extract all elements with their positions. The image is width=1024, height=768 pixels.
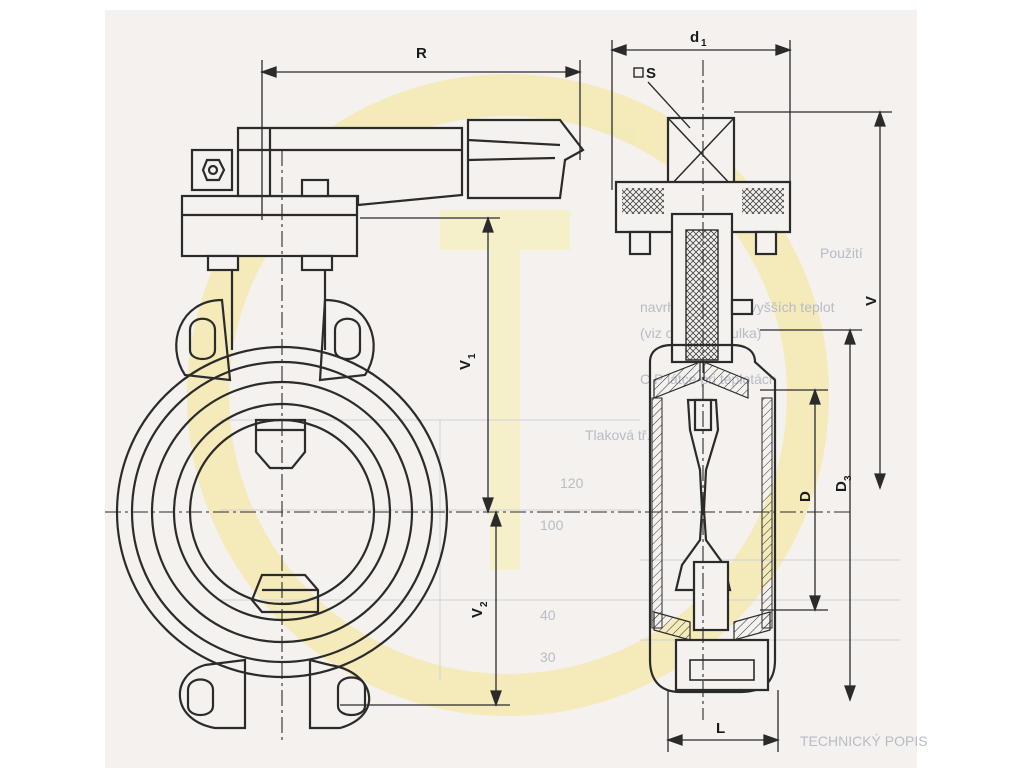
label-d1: d <box>690 29 699 46</box>
stem-cap <box>300 178 330 198</box>
ghost-side: Použití <box>820 245 863 261</box>
upper-left-lug <box>175 298 232 382</box>
ghost-value-2: 100 <box>540 517 564 533</box>
lever-handle <box>236 126 464 207</box>
side-view <box>614 116 792 694</box>
ghost-table-head: Tlaková tř. <box>585 427 650 443</box>
label-V1: V <box>457 360 474 370</box>
label-V2: V <box>469 608 486 618</box>
side-body <box>648 343 777 694</box>
ghost-value-4: 30 <box>540 649 556 665</box>
label-S: S <box>646 65 656 82</box>
square-symbol <box>633 67 644 78</box>
lower-right-lug-slot <box>336 676 367 717</box>
upper-left-lug-slot <box>188 317 217 361</box>
label-V1-sub: 1 <box>467 353 478 359</box>
lower-left-lug <box>178 658 247 730</box>
mounting-plate <box>180 194 359 258</box>
label-D3: D <box>833 481 850 492</box>
bolt-right <box>300 254 334 272</box>
label-V2-sub: 2 <box>479 601 490 607</box>
bolt-left <box>206 254 240 272</box>
label-R: R <box>416 45 427 62</box>
label-V: V <box>863 296 880 306</box>
dimension-lines <box>260 40 892 752</box>
lower-right-lug <box>308 658 371 730</box>
dimension-labels: R d 1 S V 1 V 2 V D D 3 L <box>416 29 880 737</box>
label-D: D <box>797 491 814 502</box>
page-right-edge <box>917 10 1024 768</box>
label-D3-sub: 3 <box>843 475 854 481</box>
front-centerlines <box>105 150 850 740</box>
upper-right-lug <box>318 298 375 382</box>
label-d1-sub: 1 <box>701 38 707 49</box>
label-L: L <box>716 720 725 737</box>
bottom-cap <box>674 638 770 692</box>
lower-hub <box>250 573 320 614</box>
ghost-bottom: TECHNICKÝ POPIS <box>800 733 928 749</box>
lower-stem <box>692 560 730 632</box>
lower-left-lug-slot <box>186 678 215 717</box>
upper-hub <box>254 418 307 470</box>
ghost-value-3: 40 <box>540 607 556 623</box>
lock-nut <box>201 158 226 182</box>
ghost-value-1: 120 <box>560 475 584 491</box>
watermark-logo <box>187 74 829 716</box>
